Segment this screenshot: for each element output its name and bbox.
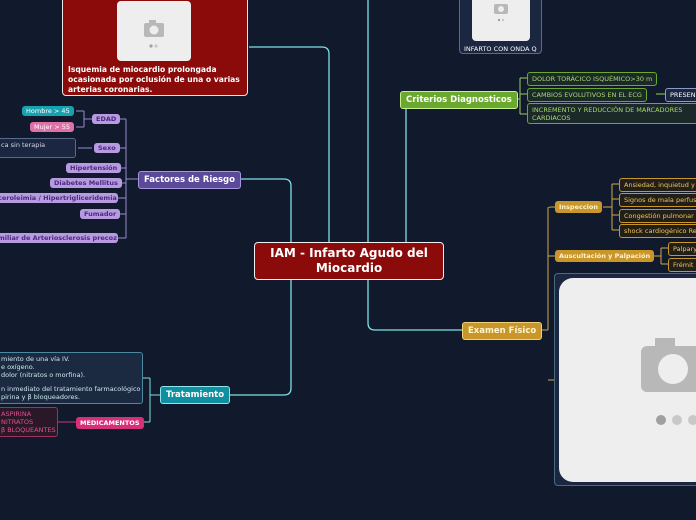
inspeccion-congestion-pulmonar[interactable]: Congestión pulmonar <box>619 209 696 223</box>
edad-mujer[interactable]: Mujer > 55 <box>30 122 75 132</box>
auscultacion-palpar[interactable]: Palpary <box>668 242 696 256</box>
criterio-presencia[interactable]: PRESENC <box>665 88 696 102</box>
auscultacion-fremito[interactable]: Frémit <box>668 258 696 272</box>
inspeccion-shock-cardiogenico[interactable]: shock cardiogénico Re <box>619 224 696 238</box>
tratamiento-note-3: dolor (nitratos o morfina). <box>1 371 86 379</box>
inspeccion-mala-perfusion[interactable]: Signos de mala perfus <box>619 193 696 207</box>
central-topic[interactable]: IAM - Infarto Agudo del Miocardio <box>254 242 444 280</box>
factor-fumador[interactable]: Fumador <box>80 209 121 219</box>
criterio-marcadores-text: INCREMENTO Y REDUCCIÓN DE MARCADORES CAR… <box>532 106 683 122</box>
criterio-marcadores[interactable]: INCREMENTO Y REDUCCIÓN DE MARCADORES CAR… <box>527 103 696 124</box>
tratamiento-note-1: miento de una vía IV. <box>1 355 70 363</box>
tratamiento-note-2: e oxígeno. <box>1 363 35 371</box>
criterio-cambios-ecg[interactable]: CAMBIOS EVOLUTIVOS EN EL ECG <box>527 88 647 102</box>
factor-hipercolesterolemia[interactable]: ceroleimia / Hipertrigliceridemia <box>0 193 118 203</box>
connector-examen <box>367 280 462 331</box>
factor-sexo[interactable]: Sexo <box>94 143 120 153</box>
factor-hipertension[interactable]: Hipertensión <box>66 163 122 173</box>
branch-criterios-diagnosticos[interactable]: Criterios Diagnosticos <box>400 91 518 109</box>
examen-image-card[interactable] <box>554 273 696 486</box>
examen-auscultacion-palpacion[interactable]: Auscultación y Palpación <box>555 250 655 262</box>
factor-diabetes[interactable]: Diabetes Mellitus <box>50 178 122 188</box>
medicamento-beta-bloqueantes: β BLOQUEANTES <box>1 426 56 434</box>
examen-image-placeholder <box>559 278 696 482</box>
medicamento-aspirina: ASPIRINA <box>1 410 32 418</box>
tratamiento-notes[interactable]: miento de una vía IV. e oxígeno. dolor (… <box>0 352 143 404</box>
definition-text: Isquemia de miocardio prolongada ocasion… <box>68 65 240 94</box>
criterios-image-card[interactable]: INFARTO CON ONDA Q <box>459 0 542 54</box>
camera-icon <box>494 4 508 22</box>
criterios-image-placeholder <box>472 0 530 41</box>
camera-icon <box>641 338 696 425</box>
medicamentos-list[interactable]: ASPIRINA NITRATOS β BLOQUEANTES <box>0 407 58 437</box>
branch-examen-fisico[interactable]: Examen Físico <box>462 322 543 340</box>
criterios-image-caption: INFARTO CON ONDA Q <box>464 45 537 53</box>
branch-tratamiento[interactable]: Tratamiento <box>160 386 231 404</box>
branch-factores-de-riesgo[interactable]: Factores de Riesgo <box>138 171 241 189</box>
edad-hombre[interactable]: Hombre > 45 <box>22 106 74 116</box>
criterio-dolor-toracico[interactable]: DOLOR TORÁCICO ISQUÉMICO>30 m <box>527 72 658 86</box>
medicamento-nitratos: NITRATOS <box>1 418 34 426</box>
factor-edad[interactable]: EDAD <box>92 114 121 124</box>
branch-medicamentos[interactable]: MEDICAMENTOS <box>76 417 144 429</box>
examen-inspeccion[interactable]: Inspeccion <box>555 201 603 213</box>
connector-criterios <box>400 98 414 242</box>
definition-card[interactable]: Isquemia de miocardio prolongada ocasion… <box>62 0 248 96</box>
factor-antecedentes-familiares[interactable]: miliar de Arteriosclerosis precoz <box>0 233 118 243</box>
definition-image-placeholder <box>117 1 191 61</box>
connector-definition <box>249 46 330 242</box>
camera-icon <box>144 20 164 48</box>
tratamiento-note-5: pirina y β bloqueadores. <box>1 393 80 401</box>
connector-factores <box>234 178 292 242</box>
tratamiento-note-4: n inmediato del tratamiento farmacológic… <box>1 385 141 393</box>
connector-tratamiento <box>228 280 292 396</box>
inspeccion-ansiedad[interactable]: Ansiedad, inquietud y <box>619 178 696 192</box>
sexo-note[interactable]: ca sin terapia <box>0 138 76 158</box>
